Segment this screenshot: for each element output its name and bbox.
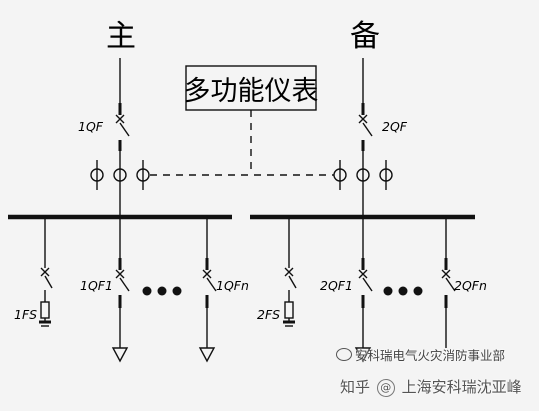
right-feeder-last-label: 2QFn [454, 278, 487, 293]
left-surge-branch [39, 219, 53, 327]
watermark-site: 知乎 [340, 378, 371, 396]
meter-box [185, 65, 317, 111]
backup-breaker [358, 103, 373, 215]
backup-breaker-label: 2QF [382, 119, 408, 134]
main-breaker-label: 1QF [78, 119, 104, 134]
wechat-watermark: 安科瑞电气火灾消防事业部 [336, 345, 505, 364]
left-feeder-first [111, 219, 130, 363]
backup-source-label: 备 [350, 19, 380, 54]
right-feeder-last [441, 219, 456, 348]
backup-current-transformers [333, 160, 393, 190]
main-current-transformers [90, 160, 150, 190]
left-feeder-last [198, 219, 217, 363]
left-feeder-first-label: 1QF1 [80, 278, 113, 293]
left-surge-label: 1FS [14, 307, 37, 322]
watermark-author: 上海安科瑞沈亚峰 [401, 378, 522, 396]
right-surge-branch [283, 219, 297, 327]
at-icon: @ [376, 379, 395, 397]
right-feeder-first [354, 219, 373, 363]
meter-box-label: 多功能仪表 [184, 76, 319, 107]
right-feeder-ellipsis [383, 286, 423, 296]
left-feeder-ellipsis [142, 286, 182, 296]
watermark-account: 安科瑞电气火灾消防事业部 [355, 348, 506, 363]
left-feeder-last-label: 1QFn [216, 278, 249, 293]
right-surge-label: 2FS [257, 307, 280, 322]
zhihu-watermark: 知乎 @ 上海安科瑞沈亚峰 [340, 376, 522, 397]
right-feeder-first-label: 2QF1 [320, 278, 353, 293]
main-breaker [115, 103, 130, 215]
wechat-icon [336, 348, 352, 361]
main-source-label: 主 [106, 19, 136, 54]
